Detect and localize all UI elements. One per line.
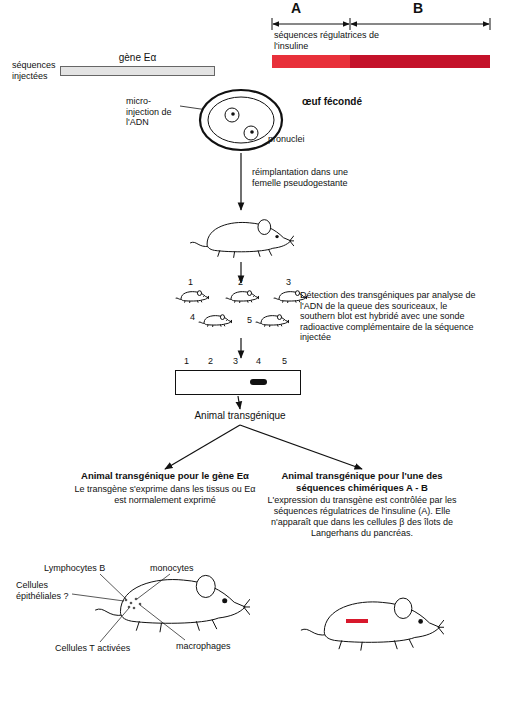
transgenic-mouse bbox=[95, 575, 250, 632]
callout-number: 5 bbox=[247, 315, 252, 326]
southern-blot: 12345 bbox=[175, 370, 301, 395]
pancreas-mark bbox=[346, 619, 368, 623]
node-body: 4 bbox=[256, 356, 261, 366]
connector-arrow bbox=[165, 425, 240, 469]
node-body: 3 bbox=[233, 356, 238, 366]
drawing-part bbox=[139, 603, 142, 606]
node-body: L'expression du transgène est contrôlée … bbox=[262, 495, 462, 539]
cell-label: monocytes bbox=[150, 563, 194, 574]
drawing-part bbox=[135, 598, 138, 601]
segment-letter: A bbox=[291, 3, 301, 14]
node-body: 2 bbox=[208, 356, 213, 366]
node-heading: 1 bbox=[184, 356, 189, 366]
pup-mouse bbox=[176, 291, 209, 303]
segment-letter: B bbox=[413, 3, 423, 14]
callout-text: micro-injection de l'ADN bbox=[126, 96, 184, 128]
node-heading: séquences régulatrices de l'insuline bbox=[274, 30, 386, 52]
drawing-part bbox=[351, 24, 489, 25]
node-heading: œuf fécondé bbox=[302, 96, 362, 107]
dna-bar: gène Eα bbox=[60, 66, 215, 76]
pup-mouse bbox=[226, 291, 259, 303]
step-note: Détection des transgéniques par analyse … bbox=[300, 290, 482, 343]
drawing-part bbox=[72, 594, 124, 601]
drawing-part bbox=[100, 608, 129, 642]
side-note: séquences injectées bbox=[12, 60, 60, 81]
drawing-part bbox=[100, 574, 126, 599]
node-heading: Animal transgénique bbox=[170, 410, 310, 422]
cell-dots bbox=[125, 598, 142, 610]
node-heading: Animal transgénique pour l'une des séque… bbox=[262, 470, 462, 493]
pronucleus bbox=[225, 108, 239, 122]
drawing-part bbox=[130, 602, 133, 605]
callout-number: 3 bbox=[286, 277, 291, 288]
result-panel: Animal transgénique pour le gène Eα Le tr… bbox=[70, 470, 260, 506]
drawing-part bbox=[240, 153, 241, 210]
nucleolus bbox=[231, 112, 235, 116]
node-heading: gène Eα bbox=[61, 52, 214, 63]
callout-text: pronuclei bbox=[268, 134, 305, 145]
drawing-part bbox=[490, 18, 491, 30]
drawing-part bbox=[272, 18, 273, 30]
drawing-part bbox=[125, 599, 128, 602]
segment-bracket bbox=[272, 18, 490, 30]
drawing-part bbox=[240, 338, 241, 358]
flow-arrows bbox=[240, 153, 241, 358]
result-panel: Animal transgénique pour l'une des séque… bbox=[262, 470, 462, 539]
drawing-part bbox=[133, 607, 136, 610]
nucleolus bbox=[250, 130, 254, 134]
node-body: 5 bbox=[282, 356, 287, 366]
step-note: réimplantation dans une femelle pseudoge… bbox=[252, 167, 352, 188]
connector-arrow bbox=[240, 425, 362, 469]
pup-mouse bbox=[199, 315, 232, 327]
callout-number: 2 bbox=[238, 277, 243, 288]
node-heading: Animal transgénique pour le gène Eα bbox=[70, 470, 260, 482]
drawing-part bbox=[128, 606, 131, 609]
blot-band bbox=[250, 379, 267, 385]
drawing-part bbox=[137, 574, 170, 599]
pronucleus bbox=[244, 126, 258, 140]
leader-lines bbox=[72, 574, 185, 642]
node-body: Le transgène s'exprime dans les tissus o… bbox=[70, 484, 260, 506]
result-heading: Animal transgénique bbox=[170, 410, 310, 424]
drawing-part bbox=[350, 18, 351, 30]
callout-number: 4 bbox=[190, 312, 195, 323]
drawing-part bbox=[140, 605, 185, 640]
callout-number: 1 bbox=[188, 277, 193, 288]
pup-mouse bbox=[256, 315, 289, 327]
mother-mouse bbox=[190, 220, 294, 258]
cell-label: macrophages bbox=[176, 641, 231, 652]
transgenic-mouse bbox=[301, 598, 444, 651]
cell-label: Lymphocytes B bbox=[44, 563, 105, 574]
drawing-part bbox=[273, 24, 349, 25]
egg-membrane bbox=[208, 97, 274, 143]
cell-label: Cellules T activées bbox=[55, 643, 130, 654]
cell-label: Cellules épithéliales ? bbox=[16, 580, 72, 601]
dna-bar: séquences régulatrices de l'insuline bbox=[272, 55, 490, 68]
connector-arrow bbox=[238, 396, 240, 409]
